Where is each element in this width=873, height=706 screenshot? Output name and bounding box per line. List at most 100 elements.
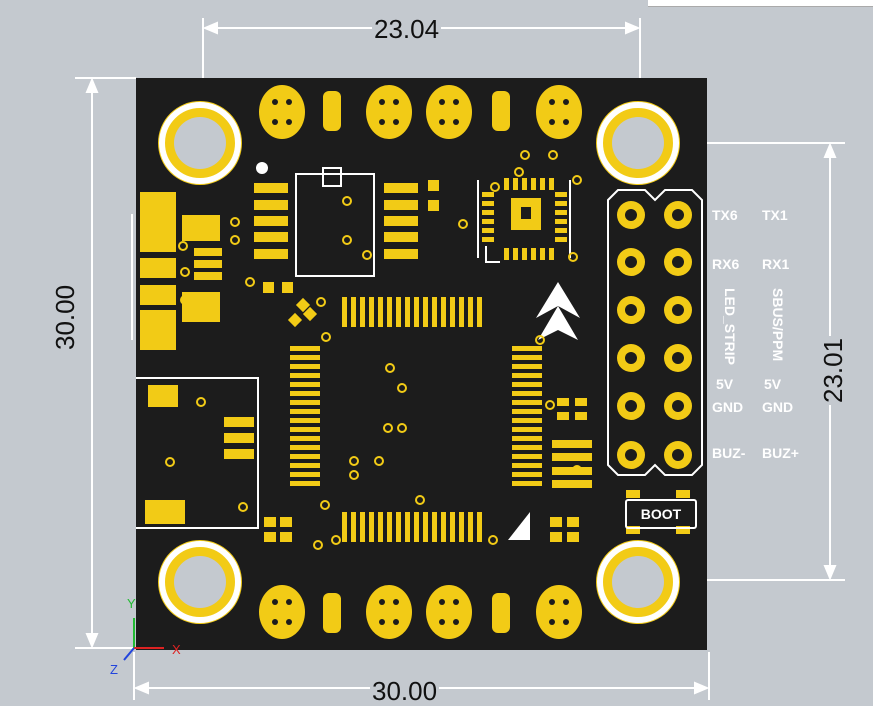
mcu-pin: [290, 355, 320, 360]
mcu-pin: [432, 297, 437, 327]
via: [490, 182, 500, 192]
mcu-pin: [342, 512, 347, 542]
header-pins: [617, 201, 692, 469]
via: [342, 196, 352, 206]
mcu-pin: [290, 382, 320, 387]
mcu-pin: [378, 512, 383, 542]
header-pin-hole: [625, 256, 637, 268]
via: [415, 495, 425, 505]
header-pin-hole: [625, 209, 637, 221]
pin-label-tx6: TX6: [712, 207, 738, 223]
mcu-pin: [351, 512, 356, 542]
header-pin-hole: [672, 400, 684, 412]
mounting-holes: [158, 101, 680, 624]
pin-label-gnd-left: GND: [712, 399, 744, 415]
pin-label-buz-minus: BUZ-: [712, 445, 746, 461]
header-pin-hole: [625, 304, 637, 316]
imu-pin: [482, 237, 494, 242]
mcu-pin: [414, 512, 419, 542]
mcu-pin: [290, 472, 320, 477]
mcu-pin: [512, 427, 542, 432]
via: [349, 456, 359, 466]
pad-vias: [272, 99, 569, 625]
mcu-pin: [423, 297, 428, 327]
mcu-pin: [512, 346, 542, 351]
via: [316, 297, 326, 307]
pin-label-tx1: TX1: [762, 207, 788, 223]
via: [548, 150, 558, 160]
mcu-pin: [387, 512, 392, 542]
via: [331, 535, 341, 545]
header-connector: [607, 189, 703, 476]
mcu-pin: [512, 409, 542, 414]
via: [458, 219, 468, 229]
mcu-pin: [459, 512, 464, 542]
dimension-lines: [75, 18, 845, 700]
pin-label-led-strip: LED_STRIP: [722, 288, 738, 366]
imu-pin: [504, 178, 509, 190]
mcu-pin: [369, 297, 374, 327]
imu-pin: [513, 178, 518, 190]
mcu-pin: [450, 512, 455, 542]
mcu-pin: [290, 409, 320, 414]
via: [568, 252, 578, 262]
mcu-pin: [342, 297, 347, 327]
mcu-pin: [468, 297, 473, 327]
mcu-pin: [441, 297, 446, 327]
mcu-pin: [290, 346, 320, 351]
mcu-pin: [290, 364, 320, 369]
boot-pad-label: BOOT: [625, 499, 697, 529]
mcu-pin: [378, 297, 383, 327]
imu-pin: [555, 210, 567, 215]
mcu-pin: [441, 512, 446, 542]
smd-lower-right: [264, 398, 690, 542]
mcu-pin: [414, 297, 419, 327]
mcu-pin: [477, 297, 482, 327]
mcu-pin: [512, 364, 542, 369]
axis-gizmo: [123, 618, 164, 661]
mcu-pin: [468, 512, 473, 542]
via: [383, 423, 393, 433]
via: [374, 456, 384, 466]
direction-arrow: [508, 282, 580, 540]
via: [313, 540, 323, 550]
mcu-pin: [290, 373, 320, 378]
mcu-pin: [512, 463, 542, 468]
mcu-pin: [396, 512, 401, 542]
mcu-pin: [423, 512, 428, 542]
mcu-pin: [351, 297, 356, 327]
imu-pin: [522, 248, 527, 260]
pin-label-rx1: RX1: [762, 256, 790, 272]
via: [230, 217, 240, 227]
imu-pin: [482, 201, 494, 206]
via: [385, 363, 395, 373]
mcu-pin: [369, 512, 374, 542]
imu-pin: [482, 192, 494, 197]
imu-pin: [482, 219, 494, 224]
pin-label-5v-left: 5V: [716, 376, 734, 392]
via: [535, 335, 545, 345]
mcu-pin: [290, 391, 320, 396]
mcu-pin: [290, 454, 320, 459]
mcu-pin: [512, 391, 542, 396]
mcu-pin: [290, 427, 320, 432]
via: [349, 470, 359, 480]
left-edge-pads: [140, 192, 254, 524]
imu-pins: [482, 178, 567, 260]
via: [178, 241, 188, 251]
imu-pin: [555, 219, 567, 224]
mcu-pin: [450, 297, 455, 327]
axis-x-label: X: [172, 642, 181, 657]
imu-pin: [555, 201, 567, 206]
via: [342, 235, 352, 245]
axis-z-label: Z: [110, 662, 118, 677]
mcu-pin: [512, 400, 542, 405]
via: [488, 535, 498, 545]
mcu-pin: [290, 418, 320, 423]
mcu-pin: [512, 472, 542, 477]
imu-pin: [555, 237, 567, 242]
via: [362, 250, 372, 260]
via: [196, 397, 206, 407]
imu-pin: [504, 248, 509, 260]
